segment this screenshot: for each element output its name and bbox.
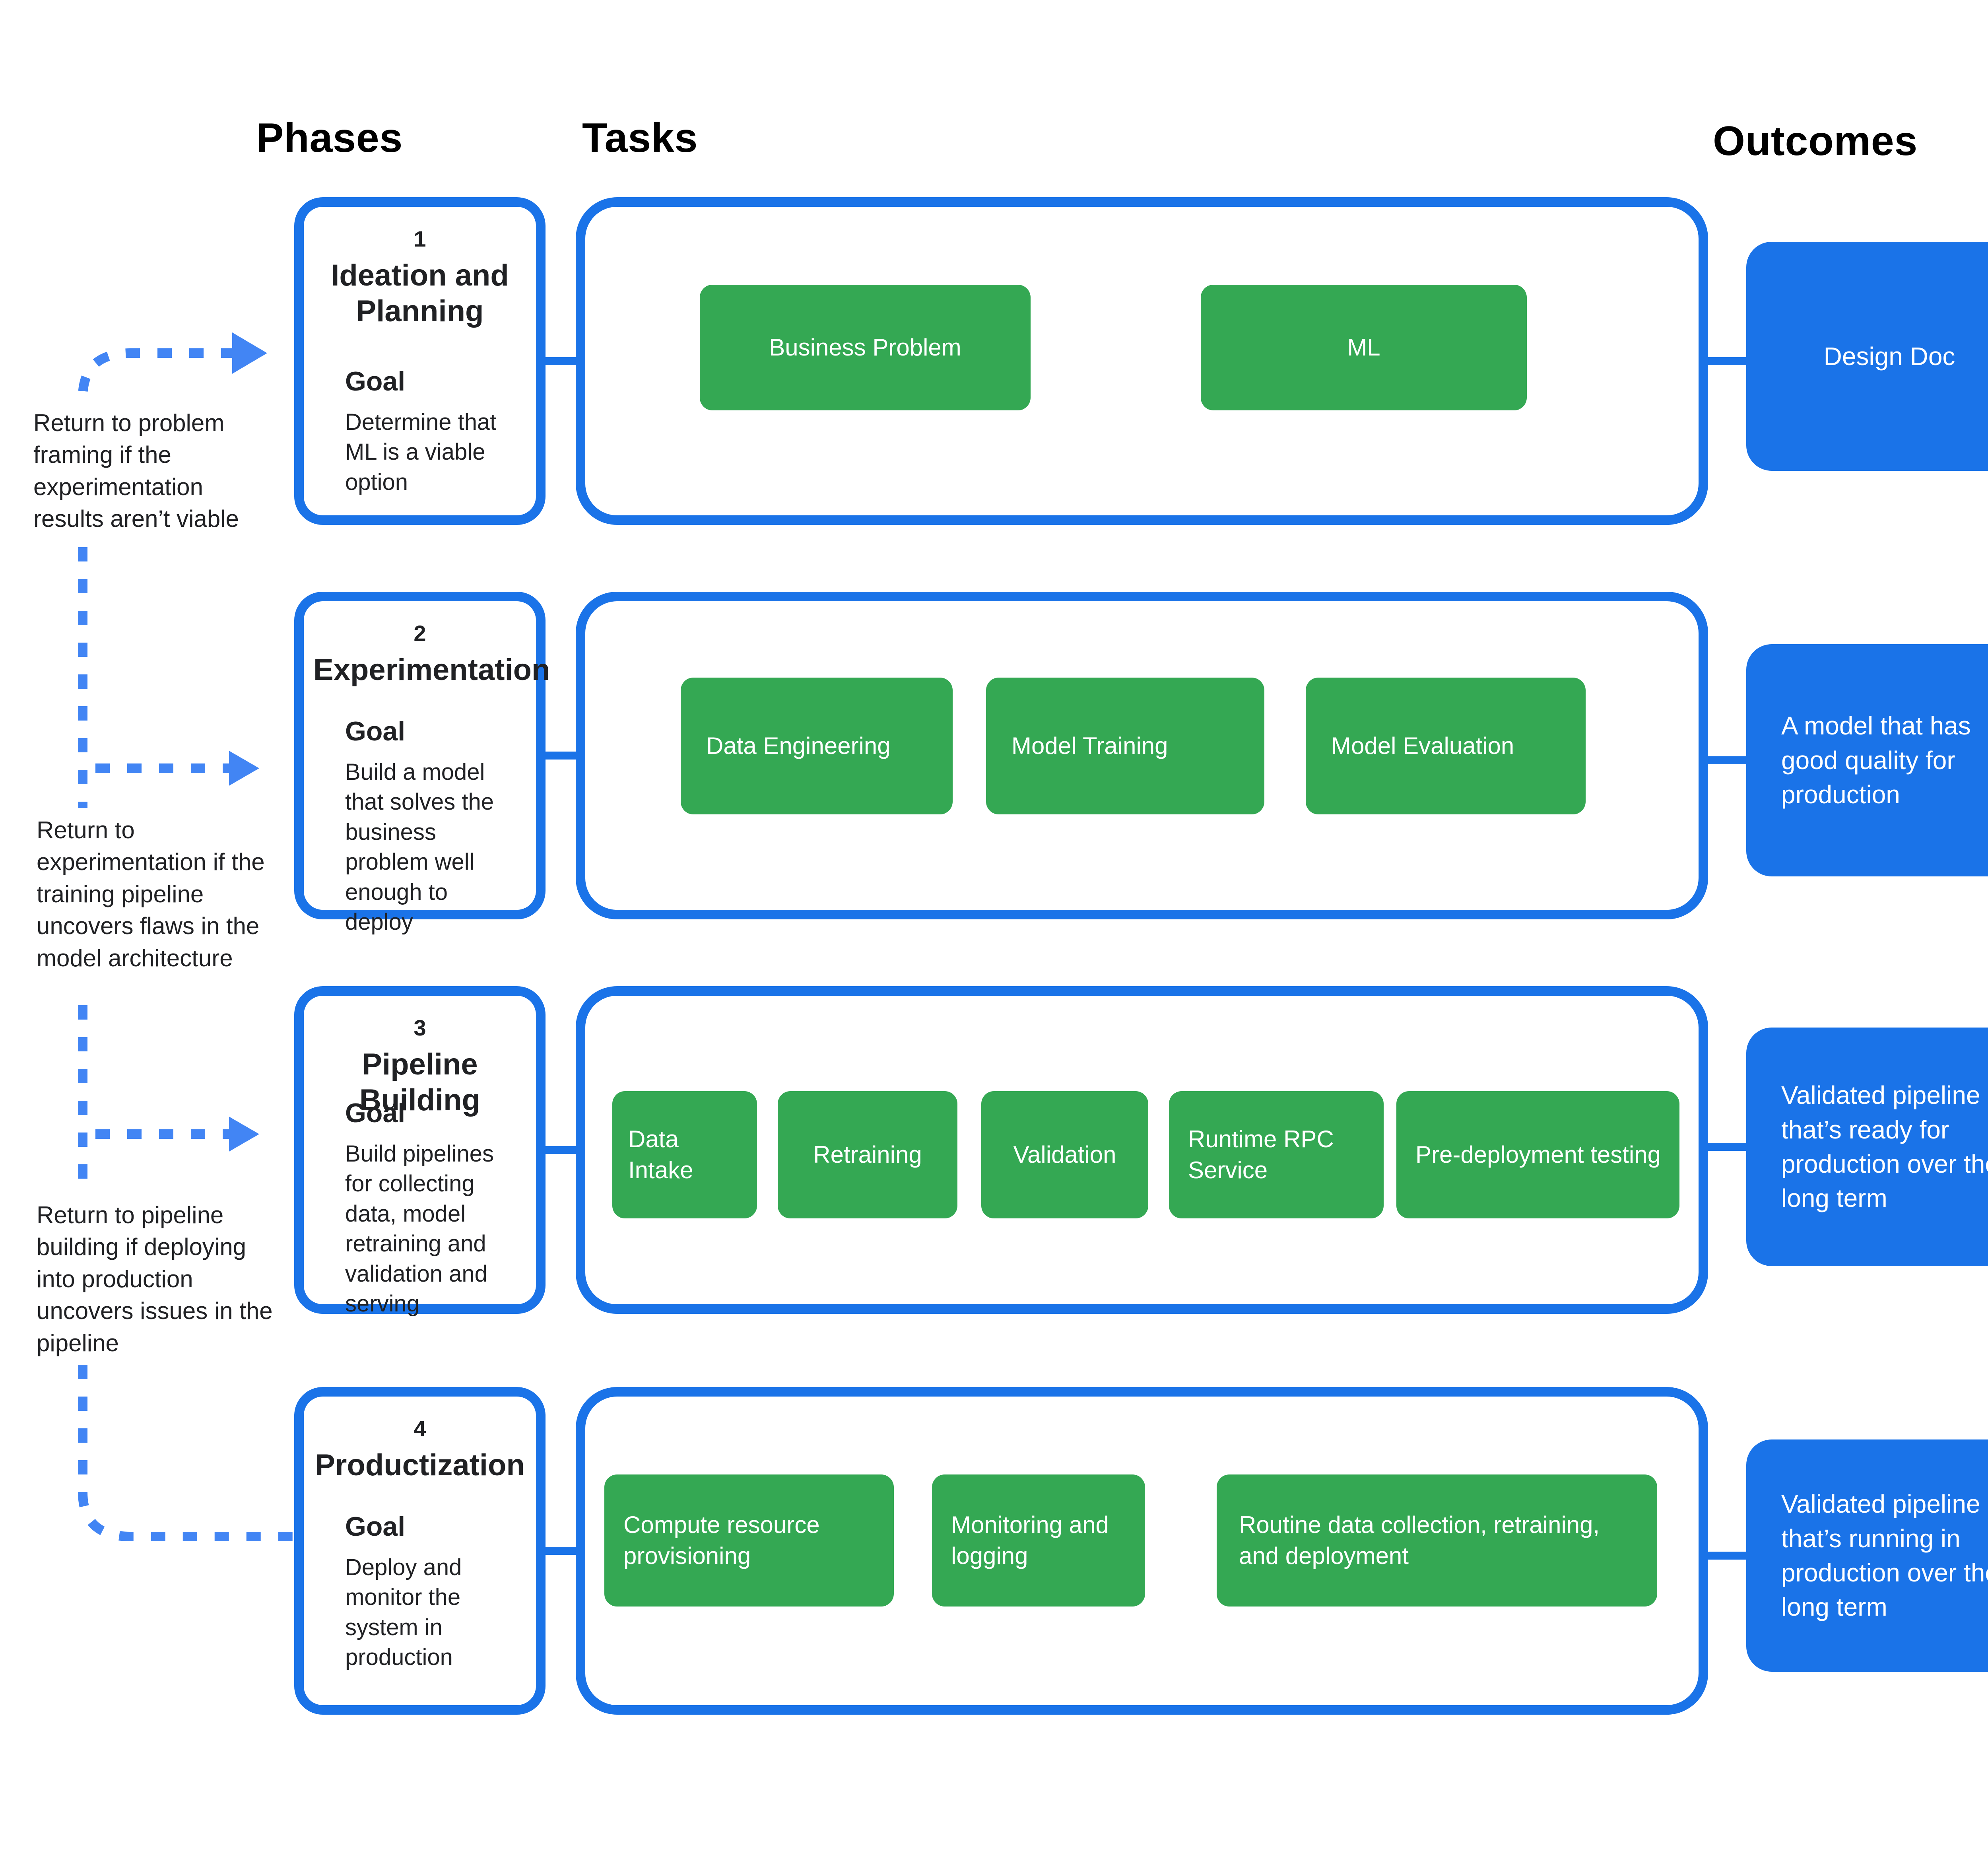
task-validation: Validation	[981, 1091, 1148, 1218]
outcomes-column-header: Outcomes	[1713, 118, 1918, 164]
phase-3-title: Pipeline Building	[359, 1047, 480, 1117]
phase-3-goal-label: Goal	[345, 1098, 406, 1128]
row-connector-lines	[541, 357, 1753, 1560]
phase-2-box: 2 Experimentation Goal Build a model tha…	[294, 592, 550, 935]
phase-4-goal-label: Goal	[345, 1511, 406, 1542]
phase-2-number: 2	[414, 621, 426, 646]
task-retraining: Retraining	[778, 1091, 957, 1218]
task-data-intake: Data Intake	[612, 1091, 757, 1218]
phase-4-number: 4	[414, 1416, 426, 1441]
arrow-right-icon	[232, 332, 267, 374]
outcome-validated-pipeline-running: Validated pipeline that’s running in pro…	[1746, 1439, 1988, 1672]
tasks-column-header: Tasks	[582, 115, 698, 161]
phase-4-title: Productization	[315, 1448, 525, 1482]
phase-2-goal-label: Goal	[345, 716, 406, 746]
phase-1-title: Ideation and Planning	[331, 258, 509, 328]
phase-1-goal-text: Determine that ML is a viable option	[345, 409, 497, 495]
phase-1-goal-label: Goal	[345, 366, 406, 396]
task-data-engineering: Data Engineering	[681, 678, 953, 814]
task-compute-resource-provisioning: Compute resource provisioning	[604, 1474, 894, 1607]
task-model-evaluation: Model Evaluation	[1306, 678, 1586, 814]
phase-3-box: 3 Pipeline Building Goal Build pipelines…	[294, 986, 546, 1317]
outcome-validated-pipeline-ready: Validated pipeline that’s ready for prod…	[1746, 1028, 1988, 1266]
task-pre-deployment-testing: Pre-deployment testing	[1396, 1091, 1679, 1218]
phase-3-goal-text: Build pipelines for collecting data, mod…	[345, 1141, 494, 1317]
phases-column-header: Phases	[256, 115, 403, 161]
task-connector-lines	[754, 343, 1400, 1544]
task-runtime-rpc-service: Runtime RPC Service	[1169, 1091, 1384, 1218]
arrow-right-icon	[229, 1117, 259, 1152]
task-routine-data-collection: Routine data collection, retraining, and…	[1217, 1474, 1657, 1607]
phase-2-title: Experimentation	[313, 653, 550, 687]
phase-2-goal-text: Build a model that solves the business p…	[345, 759, 494, 935]
phase-4-box: 4 Productization Goal Deploy and monitor…	[294, 1387, 546, 1715]
annotation-return-to-pipeline-building: Return to pipeline building if deploying…	[37, 1202, 273, 1356]
phase-1-number: 1	[414, 226, 426, 251]
phase-3-number: 3	[414, 1015, 426, 1040]
annotation-return-to-problem-framing: Return to problem framing if the experim…	[33, 410, 239, 532]
task-model-training: Model Training	[986, 678, 1264, 814]
task-monitoring-and-logging: Monitoring and logging	[932, 1474, 1145, 1607]
phase-4-goal-text: Deploy and monitor the system in product…	[345, 1554, 462, 1671]
annotation-return-to-experimentation: Return to experimentation if the trainin…	[37, 817, 265, 971]
task-business-problem: Business Problem	[700, 285, 1031, 410]
outcome-design-doc: Design Doc	[1746, 242, 1988, 471]
task-ml: ML	[1201, 285, 1527, 410]
arrow-right-icon	[229, 751, 259, 786]
outcome-quality-model: A model that has good quality for produc…	[1746, 644, 1988, 876]
phase-1-box: 1 Ideation and Planning Goal Determine t…	[294, 197, 546, 525]
